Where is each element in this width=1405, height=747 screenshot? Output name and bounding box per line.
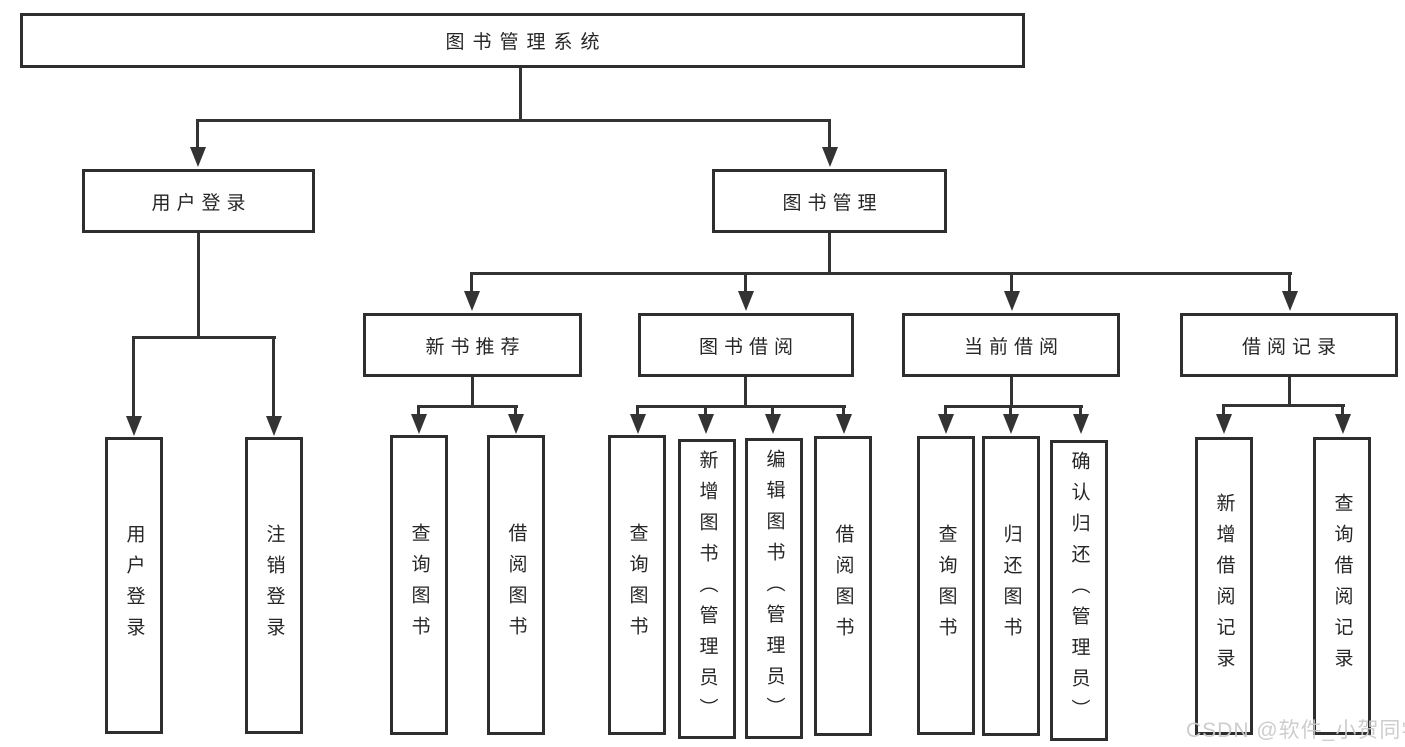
- connector-root-stem: [519, 68, 522, 120]
- connector-drop-leaf: [636, 405, 639, 416]
- node-new-book-recommendation-label: 新书推荐: [425, 336, 526, 358]
- connector-user-login-rail: [132, 336, 276, 339]
- connector-drop-section: [744, 272, 747, 293]
- connector-drop-leaf: [514, 405, 517, 416]
- connector-drop-leaf: [771, 405, 774, 416]
- leaf-confirm-return-admin: 确认归还（管理员）: [1050, 440, 1108, 741]
- leaf-add-book-admin-label: 新增图书（管理员）: [696, 449, 718, 729]
- leaf-borrow-books-recommend-label: 借阅图书: [505, 523, 527, 647]
- leaf-add-borrow-record-label: 新增借阅记录: [1213, 493, 1235, 679]
- connector-section-rail: [944, 405, 1083, 408]
- leaf-query-books-borrowing-label: 查询图书: [626, 523, 648, 647]
- node-book-management-label: 图书管理: [782, 192, 883, 214]
- node-current-borrowing-label: 当前借阅: [963, 336, 1064, 358]
- node-new-book-recommendation: 新书推荐: [363, 313, 582, 377]
- leaf-query-books-current: 查询图书: [917, 436, 975, 735]
- leaf-logout: 注销登录: [245, 437, 303, 734]
- connector-book-management-stem: [828, 233, 831, 275]
- node-borrowing-records: 借阅记录: [1180, 313, 1398, 377]
- node-user-login: 用户登录: [82, 169, 315, 233]
- node-current-borrowing: 当前借阅: [902, 313, 1120, 377]
- connector-drop-leaf: [1222, 404, 1225, 416]
- root-node-label: 图书管理系统: [445, 32, 608, 53]
- arrowhead-down-icon: [126, 416, 142, 436]
- connector-section-stem: [744, 377, 747, 405]
- arrowhead-down-icon: [738, 291, 754, 311]
- arrowhead-down-icon: [1073, 414, 1089, 434]
- node-book-borrowing-label: 图书借阅: [698, 336, 799, 358]
- arrowhead-down-icon: [1003, 414, 1019, 434]
- connector-drop-leaf: [944, 405, 947, 416]
- arrowhead-down-icon: [822, 147, 838, 167]
- arrowhead-down-icon: [266, 416, 282, 436]
- arrowhead-down-icon: [1004, 291, 1020, 311]
- connector-drop-leaf: [132, 336, 135, 418]
- connector-user-login-stem: [197, 233, 200, 339]
- leaf-borrow-books-borrowing: 借阅图书: [814, 436, 872, 736]
- arrowhead-down-icon: [698, 414, 714, 434]
- connector-section-rail: [636, 405, 846, 408]
- connector-section-stem: [471, 377, 474, 405]
- arrowhead-down-icon: [464, 291, 480, 311]
- connector-section-rail: [417, 405, 518, 408]
- arrowhead-down-icon: [630, 414, 646, 434]
- leaf-return-books-label: 归还图书: [1000, 524, 1022, 648]
- arrowhead-down-icon: [1216, 414, 1232, 434]
- connector-drop-leaf: [1079, 405, 1082, 416]
- connector-drop-section: [470, 272, 473, 293]
- connector-drop-leaf: [842, 405, 845, 416]
- connector-drop-leaf: [1009, 405, 1012, 416]
- node-book-management: 图书管理: [712, 169, 947, 233]
- arrowhead-down-icon: [190, 147, 206, 167]
- arrowhead-down-icon: [508, 414, 524, 434]
- leaf-query-books-borrowing: 查询图书: [608, 435, 666, 735]
- leaf-query-borrow-record-label: 查询借阅记录: [1331, 493, 1353, 679]
- leaf-edit-book-admin: 编辑图书（管理员）: [745, 438, 803, 739]
- arrowhead-down-icon: [1282, 291, 1298, 311]
- leaf-query-books-recommend: 查询图书: [390, 435, 448, 735]
- connector-drop-leaf: [1341, 404, 1344, 416]
- arrowhead-down-icon: [938, 414, 954, 434]
- arrowhead-down-icon: [411, 414, 427, 434]
- connector-book-management-rail: [470, 272, 1292, 275]
- leaf-add-book-admin: 新增图书（管理员）: [678, 439, 736, 739]
- leaf-add-borrow-record: 新增借阅记录: [1195, 437, 1253, 735]
- leaf-query-borrow-record: 查询借阅记录: [1313, 437, 1371, 735]
- arrowhead-down-icon: [765, 414, 781, 434]
- leaf-user-login-label: 用户登录: [123, 523, 145, 648]
- connector-section-stem: [1010, 377, 1013, 405]
- connector-drop-book-management: [828, 119, 831, 149]
- connector-drop-user-login: [196, 119, 199, 149]
- connector-drop-leaf: [272, 336, 275, 418]
- node-user-login-label: 用户登录: [151, 192, 252, 214]
- arrowhead-down-icon: [1335, 414, 1351, 434]
- connector-drop-section: [1288, 272, 1291, 293]
- leaf-edit-book-admin-label: 编辑图书（管理员）: [763, 449, 785, 728]
- leaf-borrow-books-borrowing-label: 借阅图书: [832, 524, 854, 648]
- connector-section-rail: [1222, 404, 1345, 407]
- connector-section-stem: [1288, 377, 1291, 404]
- leaf-borrow-books-recommend: 借阅图书: [487, 435, 545, 735]
- connector-root-rail: [196, 119, 831, 122]
- leaf-logout-label: 注销登录: [263, 523, 285, 648]
- leaf-confirm-return-admin-label: 确认归还（管理员）: [1068, 451, 1090, 730]
- connector-drop-section: [1010, 272, 1013, 293]
- connector-drop-leaf: [417, 405, 420, 416]
- leaf-query-books-current-label: 查询图书: [935, 523, 957, 648]
- node-borrowing-records-label: 借阅记录: [1241, 336, 1342, 358]
- arrowhead-down-icon: [836, 414, 852, 434]
- csdn-watermark: CSDN @软件_小贺同学: [1186, 719, 1405, 742]
- node-book-borrowing: 图书借阅: [638, 313, 854, 377]
- leaf-query-books-recommend-label: 查询图书: [408, 523, 430, 647]
- leaf-return-books: 归还图书: [982, 436, 1040, 736]
- leaf-user-login: 用户登录: [105, 437, 163, 734]
- root-node: 图书管理系统: [20, 13, 1025, 68]
- connector-drop-leaf: [704, 405, 707, 416]
